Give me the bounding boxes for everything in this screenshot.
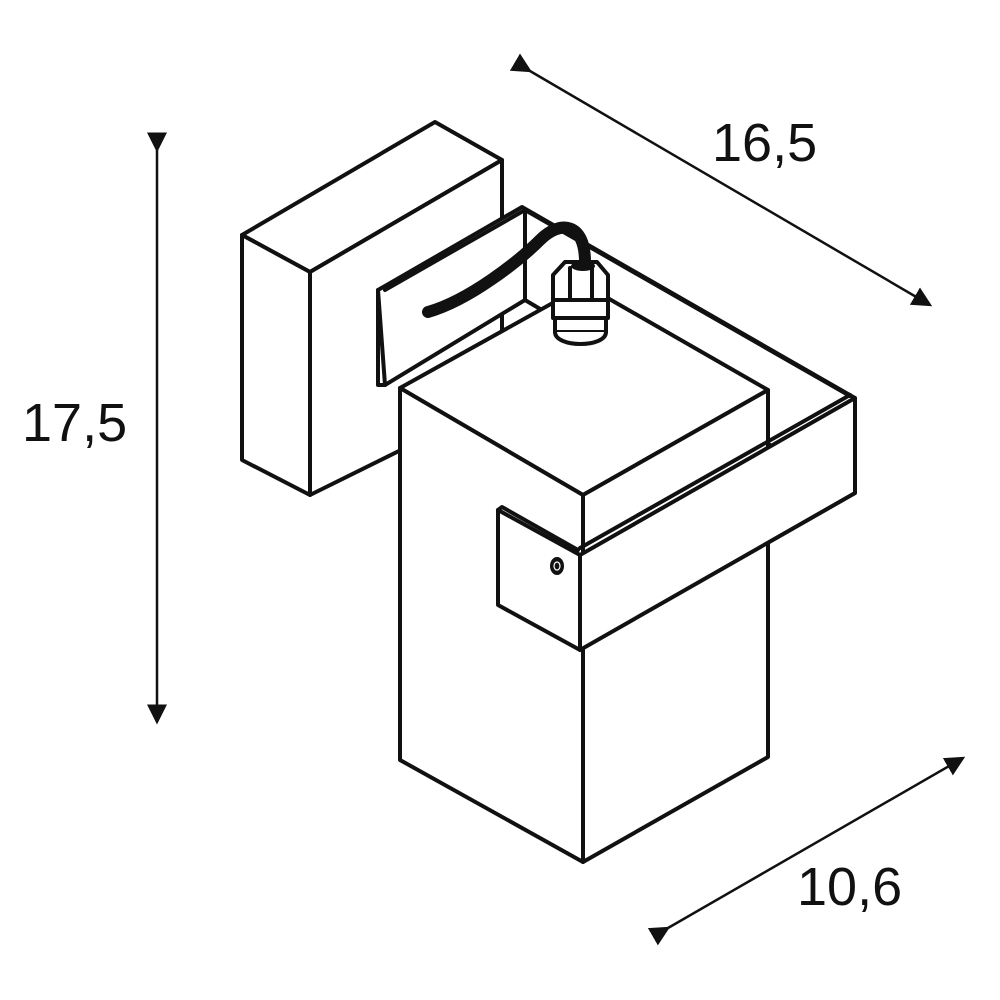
depth-label: 16,5 xyxy=(712,113,818,173)
lamp-body xyxy=(398,283,770,864)
height-label: 17,5 xyxy=(22,393,128,453)
width-dimension-line xyxy=(647,756,966,946)
width-label: 10,6 xyxy=(797,857,903,917)
screw-icon xyxy=(550,557,564,575)
front-bracket-arm xyxy=(496,393,857,652)
depth-dimension-line xyxy=(509,53,933,307)
